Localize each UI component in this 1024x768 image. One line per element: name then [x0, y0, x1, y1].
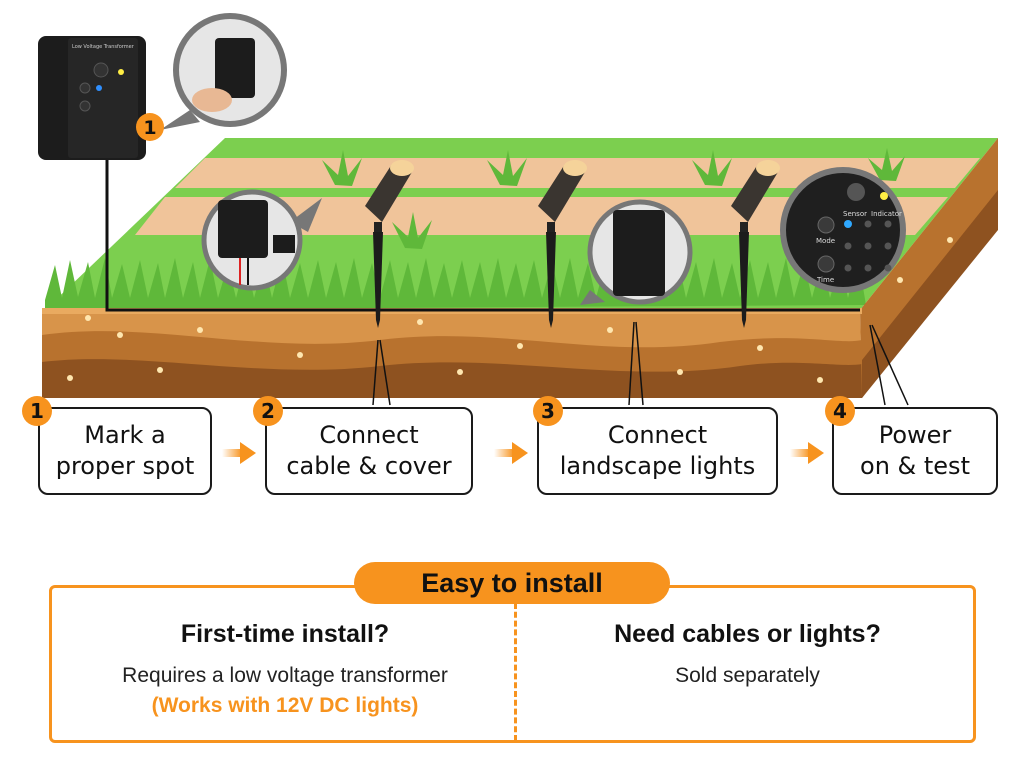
- callout-wall-mount: [160, 13, 287, 130]
- step-4-line1: Power: [878, 421, 952, 449]
- indicator-label: Indicator: [871, 210, 902, 218]
- step-3-box: Connect landscape lights: [537, 407, 778, 495]
- step-1-badge: 1: [22, 396, 52, 426]
- step-2-line1: Connect: [319, 421, 419, 449]
- transformer-requirement-text: Requires a low voltage transformer: [122, 664, 448, 687]
- cables-lights-heading: Need cables or lights?: [614, 620, 881, 648]
- grass-tufts: [322, 148, 905, 249]
- low-voltage-cable: [105, 160, 860, 312]
- step-1-box: Mark a proper spot: [38, 407, 212, 495]
- pointer-lines: [372, 321, 909, 406]
- callout-transformer: [580, 199, 693, 305]
- cables-lights-column: Need cables or lights? Sold separately: [520, 620, 975, 691]
- arrow-right-icon: [222, 442, 256, 464]
- callout-badge: [136, 113, 164, 141]
- callout-cable-cover: [201, 189, 322, 291]
- first-time-install-heading: First-time install?: [180, 620, 390, 648]
- callout-badge-number: 1: [143, 117, 156, 139]
- soil-pebbles: [67, 237, 953, 383]
- step-4-box: Power on & test: [832, 407, 998, 495]
- sold-separately-text: Sold separately: [675, 664, 820, 687]
- step-1-line2: proper spot: [55, 452, 195, 480]
- soil-cross-section: [42, 138, 998, 398]
- transformer-label: Low Voltage Transformer: [72, 44, 135, 50]
- step-3-line2: landscape lights: [559, 452, 756, 480]
- step-4-line2: on & test: [860, 452, 970, 480]
- spotlight: [365, 160, 414, 328]
- arrow-right-icon: [790, 442, 824, 464]
- arrow-right-icon: [494, 442, 528, 464]
- step-4-badge: 4: [825, 396, 855, 426]
- step-1-line1: Mark a: [84, 421, 166, 449]
- mode-label: Mode: [816, 237, 835, 245]
- installation-illustration: Low Voltage Transformer 1: [38, 13, 998, 406]
- step-2-box: Connect cable & cover: [265, 407, 473, 495]
- panel-title: Easy to install: [354, 562, 670, 604]
- first-time-install-column: First-time install? Requires a low volta…: [60, 620, 510, 721]
- sensor-label: Sensor: [843, 210, 867, 218]
- spotlight: [731, 160, 780, 328]
- step-3-badge: 3: [533, 396, 563, 426]
- compatibility-note: (Works with 12V DC lights): [151, 694, 419, 717]
- install-info-panel: [49, 585, 976, 743]
- step-2-line2: cable & cover: [286, 452, 452, 480]
- step-2-badge: 2: [253, 396, 283, 426]
- panel-divider: [514, 603, 517, 741]
- spotlight: [538, 160, 587, 328]
- time-label: Time: [816, 276, 834, 284]
- callout-control-panel: Mode Time Sensor Indicator: [780, 167, 906, 293]
- step-3-line1: Connect: [607, 421, 708, 449]
- transformer: Low Voltage Transformer: [38, 36, 146, 160]
